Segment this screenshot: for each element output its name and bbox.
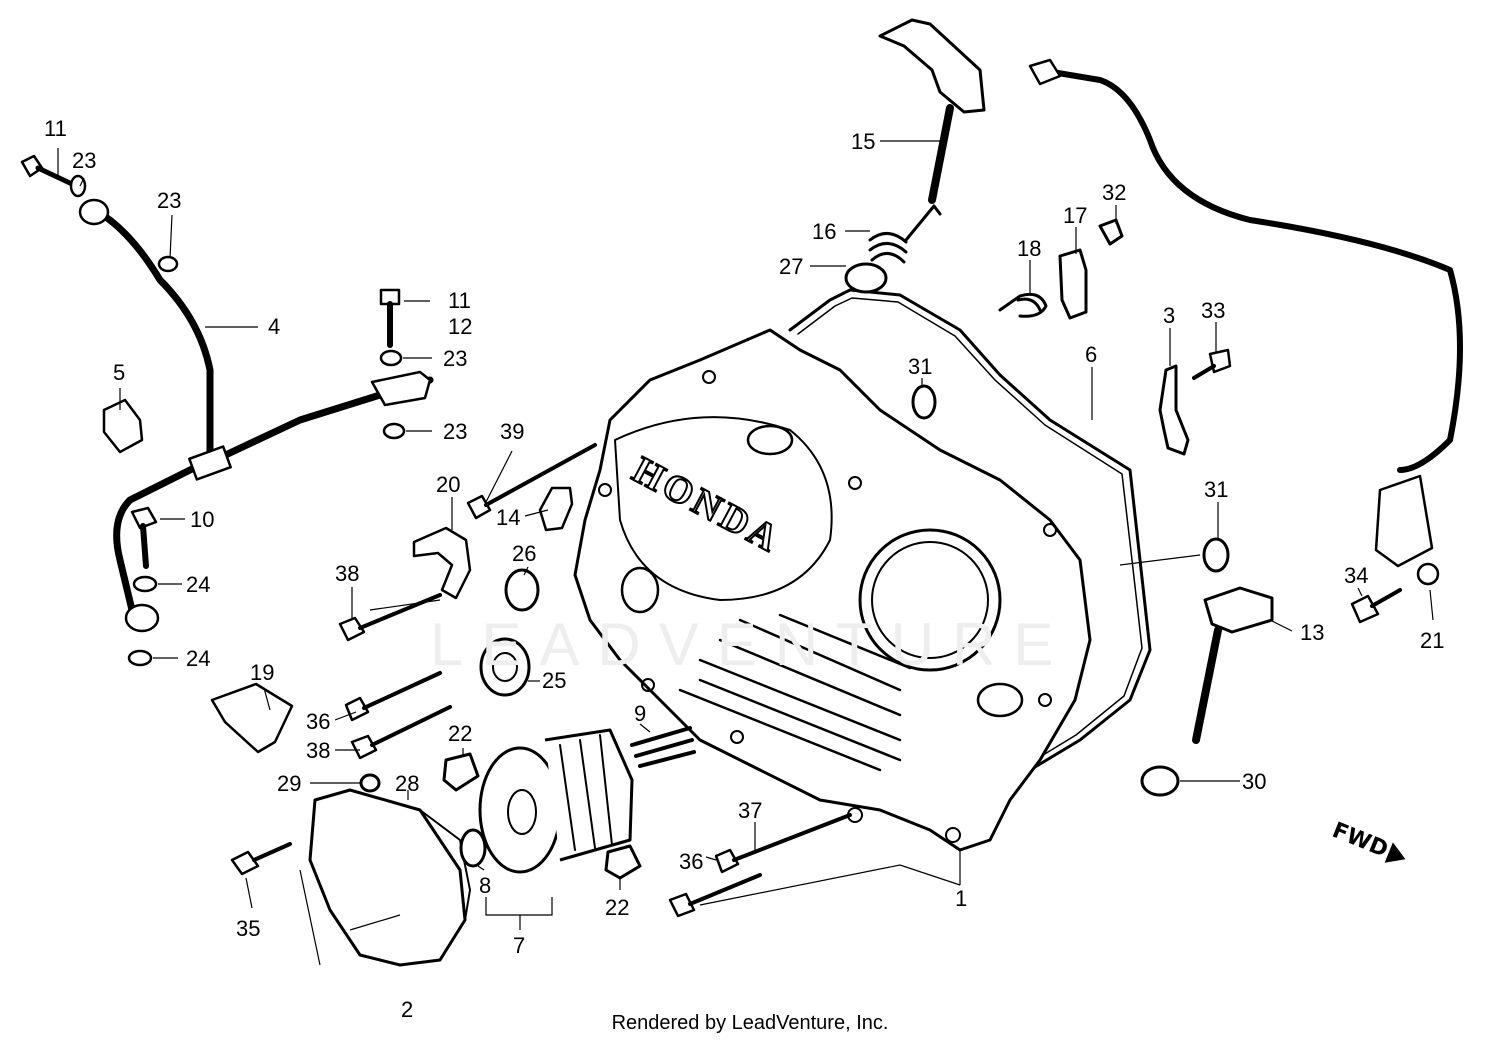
o-ring-part-30[interactable]	[1140, 765, 1180, 797]
callout-21: 21	[1420, 628, 1444, 653]
bolt-part-36[interactable]	[344, 671, 442, 722]
bolt-part-36[interactable]	[668, 873, 762, 918]
callout-12: 12	[448, 314, 472, 339]
callout-1: 1	[955, 886, 967, 911]
callout-3: 3	[1163, 303, 1175, 328]
bolt-part-38[interactable]	[338, 593, 442, 642]
seal-part-27[interactable]	[844, 262, 888, 294]
callout-23: 23	[157, 188, 181, 213]
spring-part-8[interactable]	[459, 828, 487, 868]
bracket-part-3[interactable]	[1158, 364, 1190, 456]
callout-11: 11	[448, 288, 471, 313]
bearing-part-25[interactable]	[479, 637, 531, 697]
callout-33: 33	[1201, 298, 1225, 323]
callout-31: 31	[1204, 477, 1228, 502]
callout-23: 23	[443, 419, 467, 444]
callout-34: 34	[1344, 563, 1368, 588]
dipstick-part-13[interactable]	[1192, 586, 1274, 744]
callout-23: 23	[72, 148, 96, 173]
washer-part-24[interactable]	[127, 649, 153, 667]
washer-part-24[interactable]	[132, 575, 158, 593]
callout-9: 9	[634, 701, 646, 726]
callout-35: 35	[236, 916, 260, 941]
dowel-part-31[interactable]	[911, 384, 937, 420]
callout-11: 11	[44, 116, 67, 141]
callout-28: 28	[395, 771, 419, 796]
bolt-part-35[interactable]	[230, 842, 292, 876]
spring-part-18[interactable]	[998, 292, 1048, 318]
callout-25: 25	[542, 668, 566, 693]
dowel-part-31[interactable]	[1202, 537, 1230, 573]
callout-24: 24	[186, 646, 210, 671]
spring-part-9[interactable]	[630, 726, 696, 768]
oil-filter-part-7[interactable]	[478, 728, 634, 874]
callout-22: 22	[448, 721, 472, 746]
callout-14: 14	[496, 505, 520, 530]
callout-16: 16	[812, 219, 836, 244]
credit-footer: Rendered by LeadVenture, Inc.	[611, 1012, 889, 1034]
washer-part-23[interactable]	[69, 174, 87, 198]
callout-13: 13	[1300, 620, 1324, 645]
callout-23: 23	[443, 346, 467, 371]
filter-cover-part-2[interactable]	[308, 788, 471, 967]
callout-30: 30	[1242, 769, 1266, 794]
callout-10: 10	[190, 507, 214, 532]
bolt-part-38[interactable]	[350, 705, 452, 760]
clamp-part-14[interactable]	[538, 486, 574, 532]
callout-17: 17	[1063, 203, 1087, 228]
plate-part-19[interactable]	[210, 682, 294, 754]
callout-20: 20	[436, 472, 460, 497]
callout-8: 8	[479, 873, 491, 898]
callout-38: 38	[335, 561, 359, 586]
callout-labels: 11 23 23 4 11 12 23 23 5 10 24 24 39 20 …	[44, 116, 1444, 1022]
switch-wire-part-21[interactable]	[1028, 58, 1463, 586]
callout-18: 18	[1017, 236, 1041, 261]
callout-19: 19	[250, 660, 274, 685]
callout-4: 4	[268, 314, 280, 339]
callout-24: 24	[186, 572, 210, 597]
crankcase-cover-part-1[interactable]: HONDA	[573, 328, 1092, 852]
callout-6: 6	[1085, 342, 1097, 367]
callout-37: 37	[738, 798, 762, 823]
washer-part-23[interactable]	[382, 422, 406, 440]
callout-36: 36	[306, 709, 330, 734]
collar-part-17[interactable]	[1058, 248, 1088, 320]
o-ring-part-29[interactable]	[359, 773, 381, 793]
nut-part-22[interactable]	[604, 844, 642, 880]
callout-2: 2	[401, 997, 413, 1022]
nut-part-22[interactable]	[442, 752, 480, 792]
callout-39: 39	[500, 419, 524, 444]
callout-38: 38	[306, 738, 330, 763]
clip-part-5[interactable]	[102, 398, 144, 454]
callout-32: 32	[1102, 180, 1126, 205]
callout-27: 27	[779, 254, 803, 279]
bolt-part-10[interactable]	[130, 506, 158, 569]
shift-arm-part-15[interactable]	[878, 18, 986, 204]
callout-7: 7	[513, 933, 525, 958]
callout-36: 36	[679, 849, 703, 874]
callout-26: 26	[512, 541, 536, 566]
oil-seal-part-26[interactable]	[504, 568, 540, 612]
callout-15: 15	[851, 129, 875, 154]
bolt-part-34[interactable]	[1350, 588, 1402, 624]
spring-part-16[interactable]	[868, 204, 942, 264]
bolt-part-11-12[interactable]	[379, 288, 401, 348]
callout-31: 31	[908, 354, 932, 379]
bracket-part-20[interactable]	[412, 526, 472, 600]
callout-22: 22	[605, 895, 629, 920]
leader-lines	[57, 140, 1434, 966]
clip-part-32[interactable]	[1098, 218, 1124, 246]
callout-29: 29	[277, 771, 301, 796]
bolt-part-39[interactable]	[466, 443, 597, 520]
bolt-part-37[interactable]	[714, 813, 852, 874]
bolt-part-33[interactable]	[1192, 348, 1232, 380]
washer-part-23[interactable]	[379, 349, 403, 367]
callout-5: 5	[113, 360, 125, 385]
washer-part-23[interactable]	[157, 255, 179, 273]
bolt-part-11[interactable]	[20, 154, 75, 187]
